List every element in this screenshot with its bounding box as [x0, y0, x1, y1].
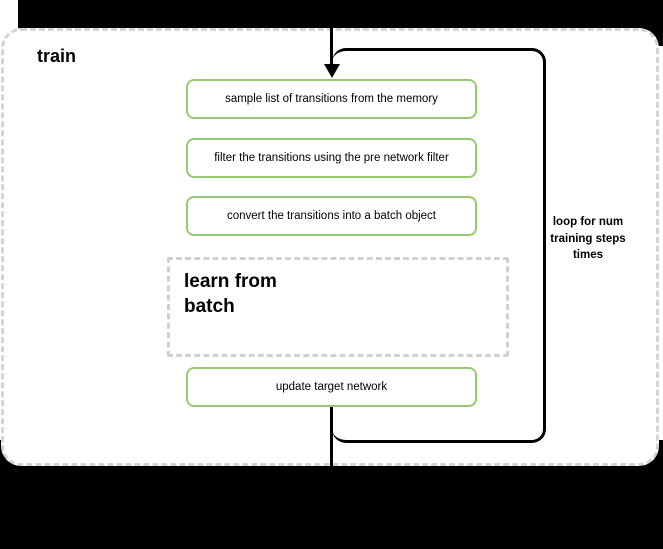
- train-group-title: train: [37, 46, 77, 66]
- loop-boundary: [332, 48, 546, 443]
- outgoing-connector-line: [330, 406, 333, 549]
- step-label: update target network: [275, 381, 388, 393]
- step-label: filter the transitions using the pre net…: [214, 152, 449, 164]
- step-convert-to-batch: convert the transitions into a batch obj…: [186, 196, 477, 236]
- step-filter-transitions: filter the transitions using the pre net…: [186, 138, 477, 178]
- arrow-down-icon: [324, 64, 340, 78]
- step-sample-transitions: sample list of transitions from the memo…: [186, 79, 477, 119]
- loop-annotation-label: loop for num training steps times: [550, 216, 626, 262]
- incoming-connector-line: [330, 0, 333, 65]
- step-label: convert the transitions into a batch obj…: [226, 210, 437, 222]
- step-update-target-network: update target network: [186, 367, 477, 407]
- learn-from-batch-subprocess: learn from batch: [167, 257, 509, 357]
- step-label: sample list of transitions from the memo…: [225, 93, 438, 105]
